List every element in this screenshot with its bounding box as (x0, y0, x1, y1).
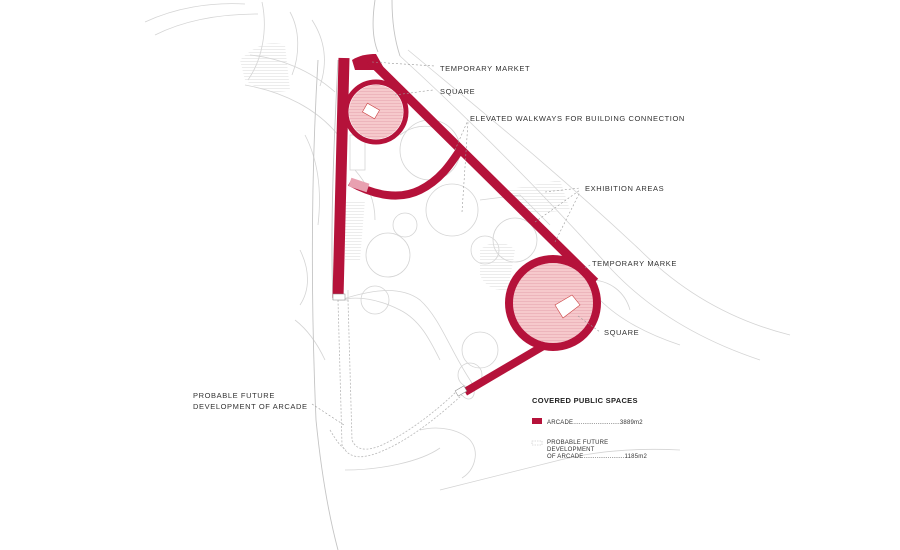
label-elevated-walkways: ELEVATED WALKWAYS FOR BUILDING CONNECTIO… (470, 114, 685, 123)
label-square-bottom: SQUARE (604, 328, 639, 337)
legend-title: COVERED PUBLIC SPACES (532, 396, 638, 405)
leader-lines (311, 61, 601, 426)
label-temporary-market-top: TEMPORARY MARKET (440, 64, 530, 73)
legend-item-future-3: OF ARCADE......................1185m2 (547, 454, 647, 460)
legend-item-future-2: DEVELOPMENT (547, 447, 595, 453)
future-arcade-path (329, 299, 463, 458)
arcade-end-bottom (454, 385, 468, 397)
label-future-development-1: PROBABLE FUTURE (193, 391, 275, 400)
label-square-top: SQUARE (440, 87, 475, 96)
label-temporary-market-right: TEMPORARY MARKE (592, 259, 677, 268)
square-bottom-building (554, 294, 581, 319)
arcade-end-left (332, 293, 346, 301)
legend-item-arcade: ARCADE.........................3889m2 (547, 420, 643, 426)
annotations: TEMPORARY MARKET SQUARE ELEVATED WALKWAY… (193, 64, 685, 411)
legend-swatch-arcade (532, 418, 542, 424)
legend-item-future-1: PROBABLE FUTURE (547, 440, 608, 446)
legend-swatch-future (531, 440, 543, 446)
legend: COVERED PUBLIC SPACES ARCADE............… (531, 396, 647, 460)
label-exhibition-areas: EXHIBITION AREAS (585, 184, 664, 193)
square-top-building (362, 102, 380, 120)
arcade (332, 54, 601, 396)
context-lines (144, 0, 791, 550)
squares (349, 85, 593, 343)
label-future-development-2: DEVELOPMENT OF ARCADE (193, 402, 308, 411)
